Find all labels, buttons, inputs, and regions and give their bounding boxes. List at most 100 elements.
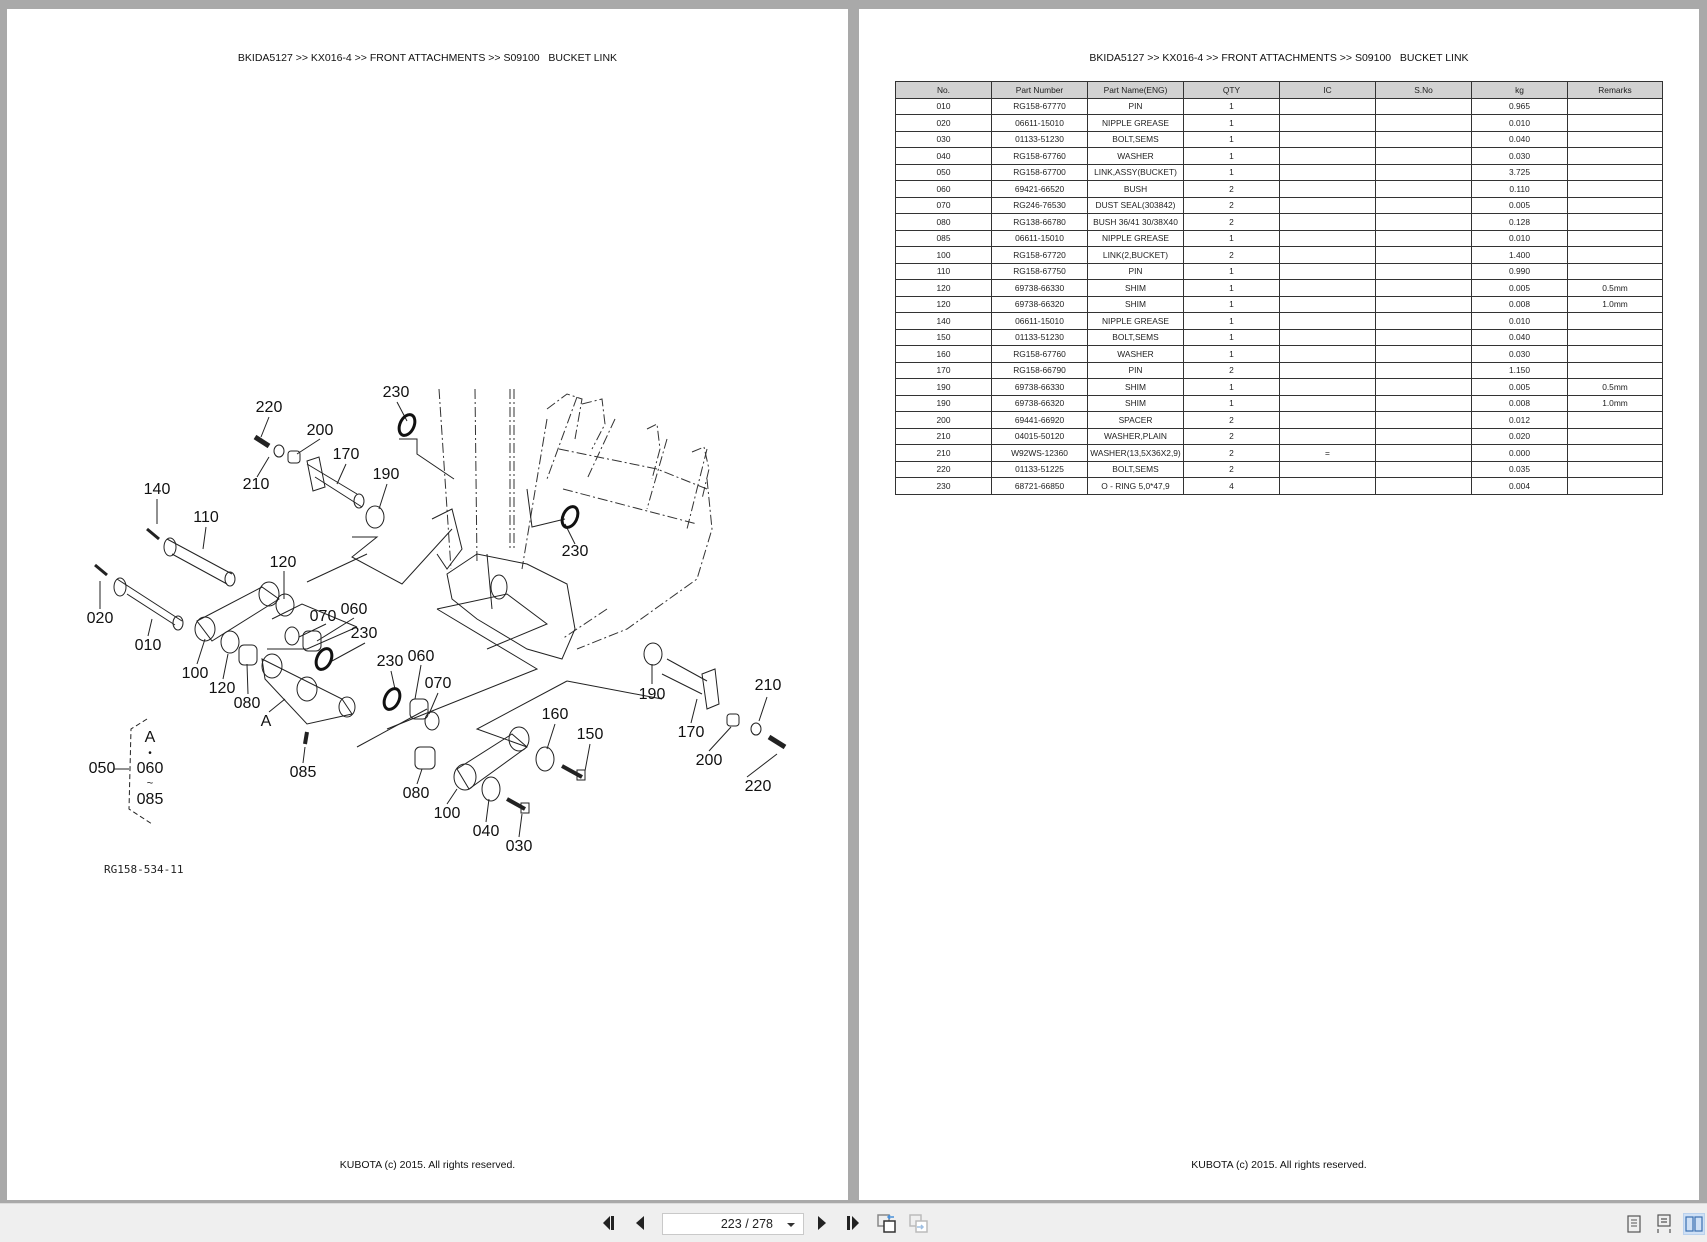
next-page-button[interactable]	[810, 1204, 834, 1242]
callout-160[interactable]: 160	[541, 706, 569, 723]
callout-150[interactable]: 150	[576, 726, 604, 743]
cell-no: 085	[895, 229, 992, 247]
view-continuous-button[interactable]	[1653, 1213, 1675, 1235]
bracket-item-060[interactable]: 060	[136, 760, 164, 777]
cell-part-name: NIPPLE GREASE	[1087, 114, 1184, 132]
cell-remarks	[1567, 361, 1663, 379]
cell-ic	[1279, 411, 1376, 429]
callout-120[interactable]: 120	[208, 680, 236, 697]
cell-remarks	[1567, 130, 1663, 148]
callout-060[interactable]: 060	[407, 648, 435, 665]
bracket-separator: •	[148, 748, 152, 759]
callout-010[interactable]: 010	[134, 637, 162, 654]
previous-page-button[interactable]	[628, 1204, 652, 1242]
view-two-page-button[interactable]	[1683, 1213, 1705, 1235]
cell-qty: 2	[1183, 213, 1280, 231]
cell-no: 210	[895, 427, 992, 445]
callout-080[interactable]: 080	[402, 785, 430, 802]
callout-030[interactable]: 030	[505, 838, 533, 855]
cell-part-number: 69738-66320	[991, 295, 1088, 313]
cell-sno	[1375, 97, 1472, 115]
callout-230[interactable]: 230	[382, 384, 410, 401]
cell-sno	[1375, 196, 1472, 214]
callout-190[interactable]: 190	[638, 686, 666, 703]
callout-070[interactable]: 070	[309, 608, 337, 625]
cell-sno	[1375, 378, 1472, 396]
callout-220[interactable]: 220	[255, 399, 283, 416]
cell-part-name: BOLT,SEMS	[1087, 130, 1184, 148]
cell-part-name: PIN	[1087, 97, 1184, 115]
callout-170[interactable]: 170	[332, 446, 360, 463]
callout-100[interactable]: 100	[433, 805, 461, 822]
callout-200[interactable]: 200	[695, 752, 723, 769]
cell-qty: 2	[1183, 460, 1280, 478]
callout-230[interactable]: 230	[350, 625, 378, 642]
figure-code: RG158-534-11	[104, 863, 184, 876]
callout-080[interactable]: 080	[233, 695, 261, 712]
callout-210[interactable]: 210	[242, 476, 270, 493]
cell-part-number: W92WS-12360	[991, 444, 1088, 462]
callout-230[interactable]: 230	[561, 543, 589, 560]
callout-190[interactable]: 190	[372, 466, 400, 483]
next-view-button[interactable]	[906, 1204, 932, 1242]
callout-120[interactable]: 120	[269, 554, 297, 571]
callout-220[interactable]: 220	[744, 778, 772, 795]
bracket-item-085[interactable]: 085	[136, 791, 164, 808]
callout-050[interactable]: 050	[88, 760, 116, 777]
last-page-button[interactable]	[840, 1204, 864, 1242]
page-number-dropdown[interactable]: 223 / 278	[662, 1213, 804, 1235]
callout-070[interactable]: 070	[424, 675, 452, 692]
view-single-page-button[interactable]	[1623, 1213, 1645, 1235]
callout-140[interactable]: 140	[143, 481, 171, 498]
cell-no: 220	[895, 460, 992, 478]
cell-part-number: 06611-15010	[991, 229, 1088, 247]
cell-part-name: WASHER,PLAIN	[1087, 427, 1184, 445]
page-header: BKIDA5127 >> KX016-4 >> FRONT ATTACHMENT…	[1089, 52, 1469, 64]
cell-part-name: LINK(2,BUCKET)	[1087, 246, 1184, 264]
callout-020[interactable]: 020	[86, 610, 114, 627]
callout-060[interactable]: 060	[340, 601, 368, 618]
cell-part-name: SHIM	[1087, 378, 1184, 396]
cell-part-number: 69441-66920	[991, 411, 1088, 429]
callout-230[interactable]: 230	[376, 653, 404, 670]
previous-view-button[interactable]	[874, 1204, 900, 1242]
callout-110[interactable]: 110	[193, 509, 219, 526]
callout-100[interactable]: 100	[181, 665, 209, 682]
cell-ic	[1279, 130, 1376, 148]
callout-200[interactable]: 200	[306, 422, 334, 439]
callout-040[interactable]: 040	[472, 823, 500, 840]
cell-part-number: RG158-67750	[991, 262, 1088, 280]
cell-kg: 0.030	[1471, 147, 1568, 165]
callout-170[interactable]: 170	[677, 724, 705, 741]
first-page-button[interactable]	[598, 1204, 622, 1242]
cell-remarks	[1567, 213, 1663, 231]
cell-no: 050	[895, 163, 992, 181]
callout-085[interactable]: 085	[289, 764, 317, 781]
callout-210[interactable]: 210	[754, 677, 782, 694]
